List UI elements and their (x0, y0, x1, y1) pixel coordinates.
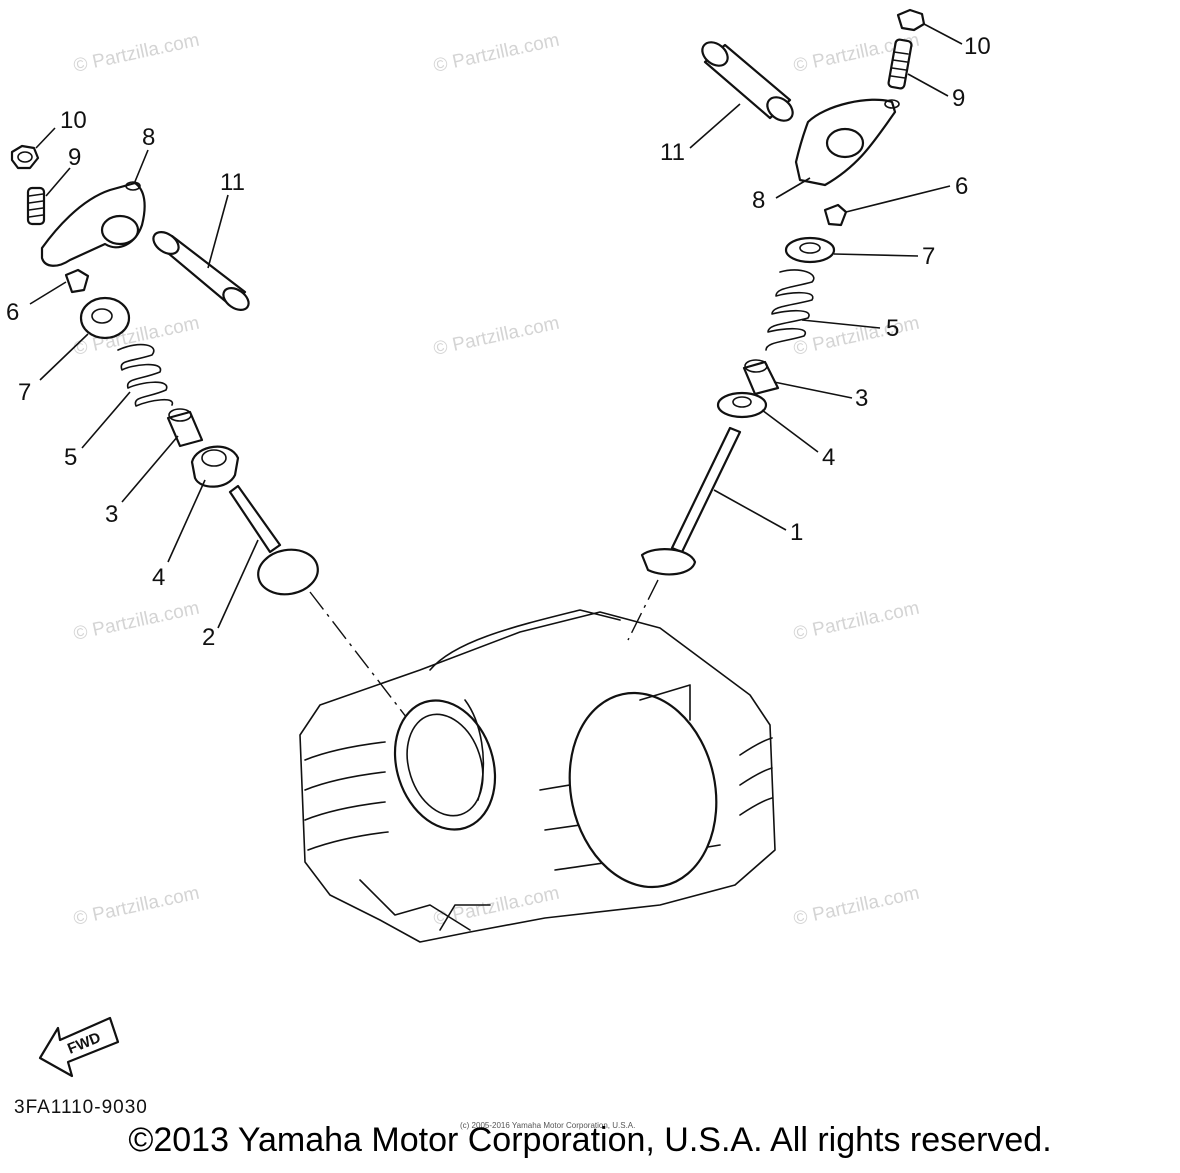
callout-right-6: 6 (955, 173, 968, 200)
watermark: © Partzilla.com (792, 598, 922, 645)
intake-side-parts (10, 144, 319, 596)
forward-arrow: FWD (38, 1016, 120, 1078)
exhaust-side-parts (640, 8, 926, 576)
callout-right-11: 11 (660, 139, 685, 166)
left-valve-spring-5 (117, 343, 173, 407)
right-valve-cotter-6 (823, 203, 848, 227)
watermark: © Partzilla.com (792, 313, 922, 360)
callout-right-4: 4 (822, 444, 835, 471)
callout-right-3: 3 (855, 385, 868, 412)
callout-right-7: 7 (922, 243, 935, 270)
callout-left-9: 9 (68, 144, 81, 171)
callout-left-2: 2 (202, 624, 215, 651)
exhaust-valve-centerline (627, 579, 659, 641)
callout-right-8: 8 (752, 187, 765, 214)
callout-left-4: 4 (152, 564, 165, 591)
right-locknut-10 (896, 8, 926, 32)
intake-valve-centerline (309, 591, 471, 801)
diagram-code: 3FA1110-9030 (14, 1097, 148, 1118)
callout-left-7: 7 (18, 379, 31, 406)
right-spring-seat-4 (716, 391, 768, 419)
right-valve-spring-5 (765, 269, 815, 351)
watermark: © Partzilla.com (72, 30, 202, 77)
callout-left-8: 8 (142, 124, 155, 151)
watermark: © Partzilla.com (72, 598, 202, 645)
callout-left-11: 11 (220, 169, 245, 196)
callout-left-10: 10 (60, 107, 87, 134)
right-spring-retainer-7 (784, 236, 836, 264)
right-stem-seal-3 (742, 359, 780, 396)
watermark: © Partzilla.com (432, 883, 562, 930)
leader-lines (29, 23, 963, 629)
right-rocker-arm-8 (794, 98, 900, 187)
callout-left-5: 5 (64, 444, 77, 471)
copyright-notice: ©2013 Yamaha Motor Corporation, U.S.A. A… (128, 1121, 1052, 1159)
watermark: © Partzilla.com (432, 313, 562, 360)
callout-right-5: 5 (886, 315, 899, 342)
left-spring-retainer-7 (79, 296, 131, 340)
left-valve-cotter-6 (64, 268, 90, 294)
assembly-centerlines (309, 579, 659, 801)
left-adjust-screw-9 (26, 186, 46, 226)
right-rocker-shaft-11 (701, 41, 794, 122)
cylinder-head (299, 609, 776, 943)
callout-left-6: 6 (6, 299, 19, 326)
right-exhaust-valve-1 (640, 426, 742, 576)
watermark: © Partzilla.com (792, 883, 922, 930)
left-stem-seal-3 (166, 408, 204, 448)
left-intake-valve-2 (228, 484, 319, 596)
callout-right-1: 1 (790, 519, 803, 546)
watermark: © Partzilla.com (72, 883, 202, 930)
part-number-labels: 10 9 8 11 6 7 5 3 4 2 10 9 11 8 6 7 5 3 … (6, 33, 991, 651)
callout-left-3: 3 (105, 501, 118, 528)
fine-print: (c) 2005-2016 Yamaha Motor Corporation, … (460, 1121, 636, 1130)
callout-right-9: 9 (952, 85, 965, 112)
left-locknut-10 (10, 144, 40, 170)
left-rocker-shaft-11 (152, 230, 250, 312)
watermark: © Partzilla.com (432, 30, 562, 77)
callout-right-10: 10 (964, 33, 991, 60)
right-adjust-screw-9 (887, 38, 913, 90)
left-spring-seat-4 (190, 445, 240, 488)
left-rocker-arm-8 (40, 181, 146, 267)
